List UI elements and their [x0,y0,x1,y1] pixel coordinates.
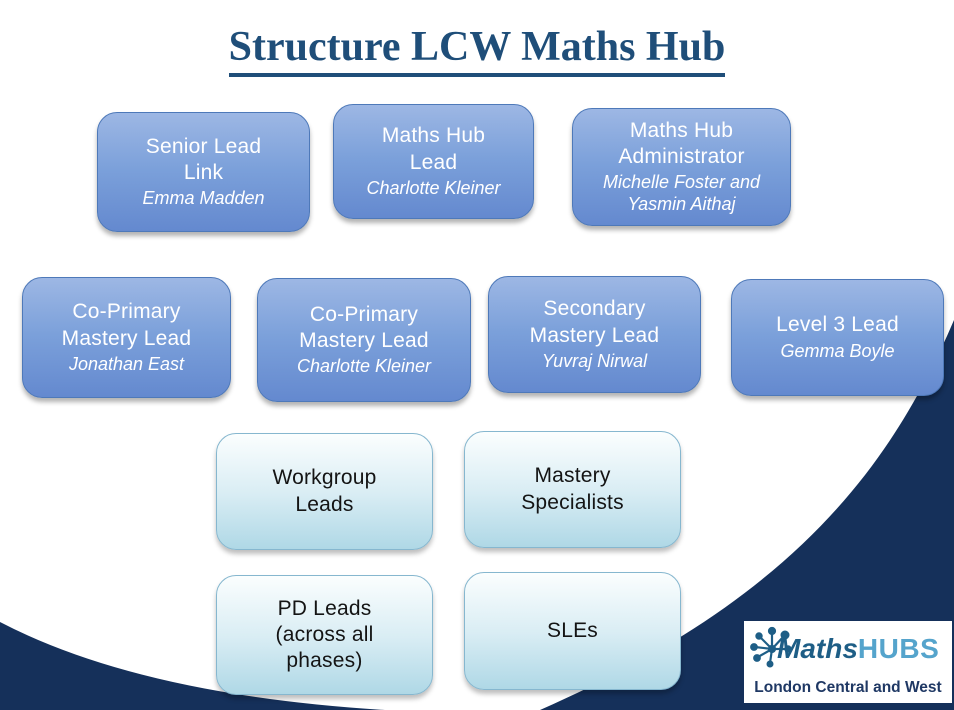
org-box-title: Maths Hub Administrator [618,118,745,169]
org-box-pd-leads: PD Leads (across all phases) [216,575,433,695]
logo-subtitle: London Central and West [754,679,942,696]
org-box-co-primary-mastery-lead-1: Co-Primary Mastery Lead Jonathan East [22,277,231,398]
org-box-level-3-lead: Level 3 Lead Gemma Boyle [731,279,944,396]
org-box-title: Senior Lead Link [145,134,262,185]
org-box-co-primary-mastery-lead-2: Co-Primary Mastery Lead Charlotte Kleine… [257,278,471,402]
org-box-person: Gemma Boyle [780,340,895,361]
org-box-maths-hub-administrator: Maths Hub Administrator Michelle Foster … [572,108,791,226]
bottom-right-navy-wave [540,320,954,710]
org-box-person: Michelle Foster and Yasmin Aithaj [602,172,761,215]
org-box-sles: SLEs [464,572,681,690]
mathshubs-logo: MathsHUBS London Central and West [744,621,952,703]
spark-icon [750,626,792,668]
bottom-left-navy-wave [0,622,385,710]
page-title: Structure LCW Maths Hub [0,24,954,78]
page-title-text: Structure LCW Maths Hub [228,24,726,78]
org-box-title: Workgroup Leads [272,466,377,516]
org-box-title: Mastery Specialists [521,464,624,514]
org-box-maths-hub-lead: Maths Hub Lead Charlotte Kleiner [333,104,534,219]
mathshubs-wordmark: MathsHUBS [777,635,939,663]
org-box-workgroup-leads: Workgroup Leads [216,433,433,550]
org-box-title: Level 3 Lead [776,313,899,337]
org-box-person: Charlotte Kleiner [296,356,432,377]
org-box-title: PD Leads (across all phases) [275,596,374,673]
org-box-mastery-specialists: Mastery Specialists [464,431,681,548]
org-box-title: SLEs [547,618,598,642]
logo-hubs-text: HUBS [857,633,940,664]
org-box-secondary-mastery-lead: Secondary Mastery Lead Yuvraj Nirwal [488,276,701,393]
org-box-title: Co-Primary Mastery Lead [299,302,429,353]
org-box-title: Co-Primary Mastery Lead [61,300,192,350]
logo-maths-text: Maths [777,633,858,664]
org-box-senior-lead-link: Senior Lead Link Emma Madden [97,112,310,232]
org-box-person: Jonathan East [68,353,185,374]
org-box-title: Maths Hub Lead [381,124,486,174]
org-box-person: Yuvraj Nirwal [541,350,648,371]
org-box-person: Charlotte Kleiner [366,177,501,198]
org-box-person: Emma Madden [142,188,265,209]
org-box-title: Secondary Mastery Lead [529,297,660,347]
